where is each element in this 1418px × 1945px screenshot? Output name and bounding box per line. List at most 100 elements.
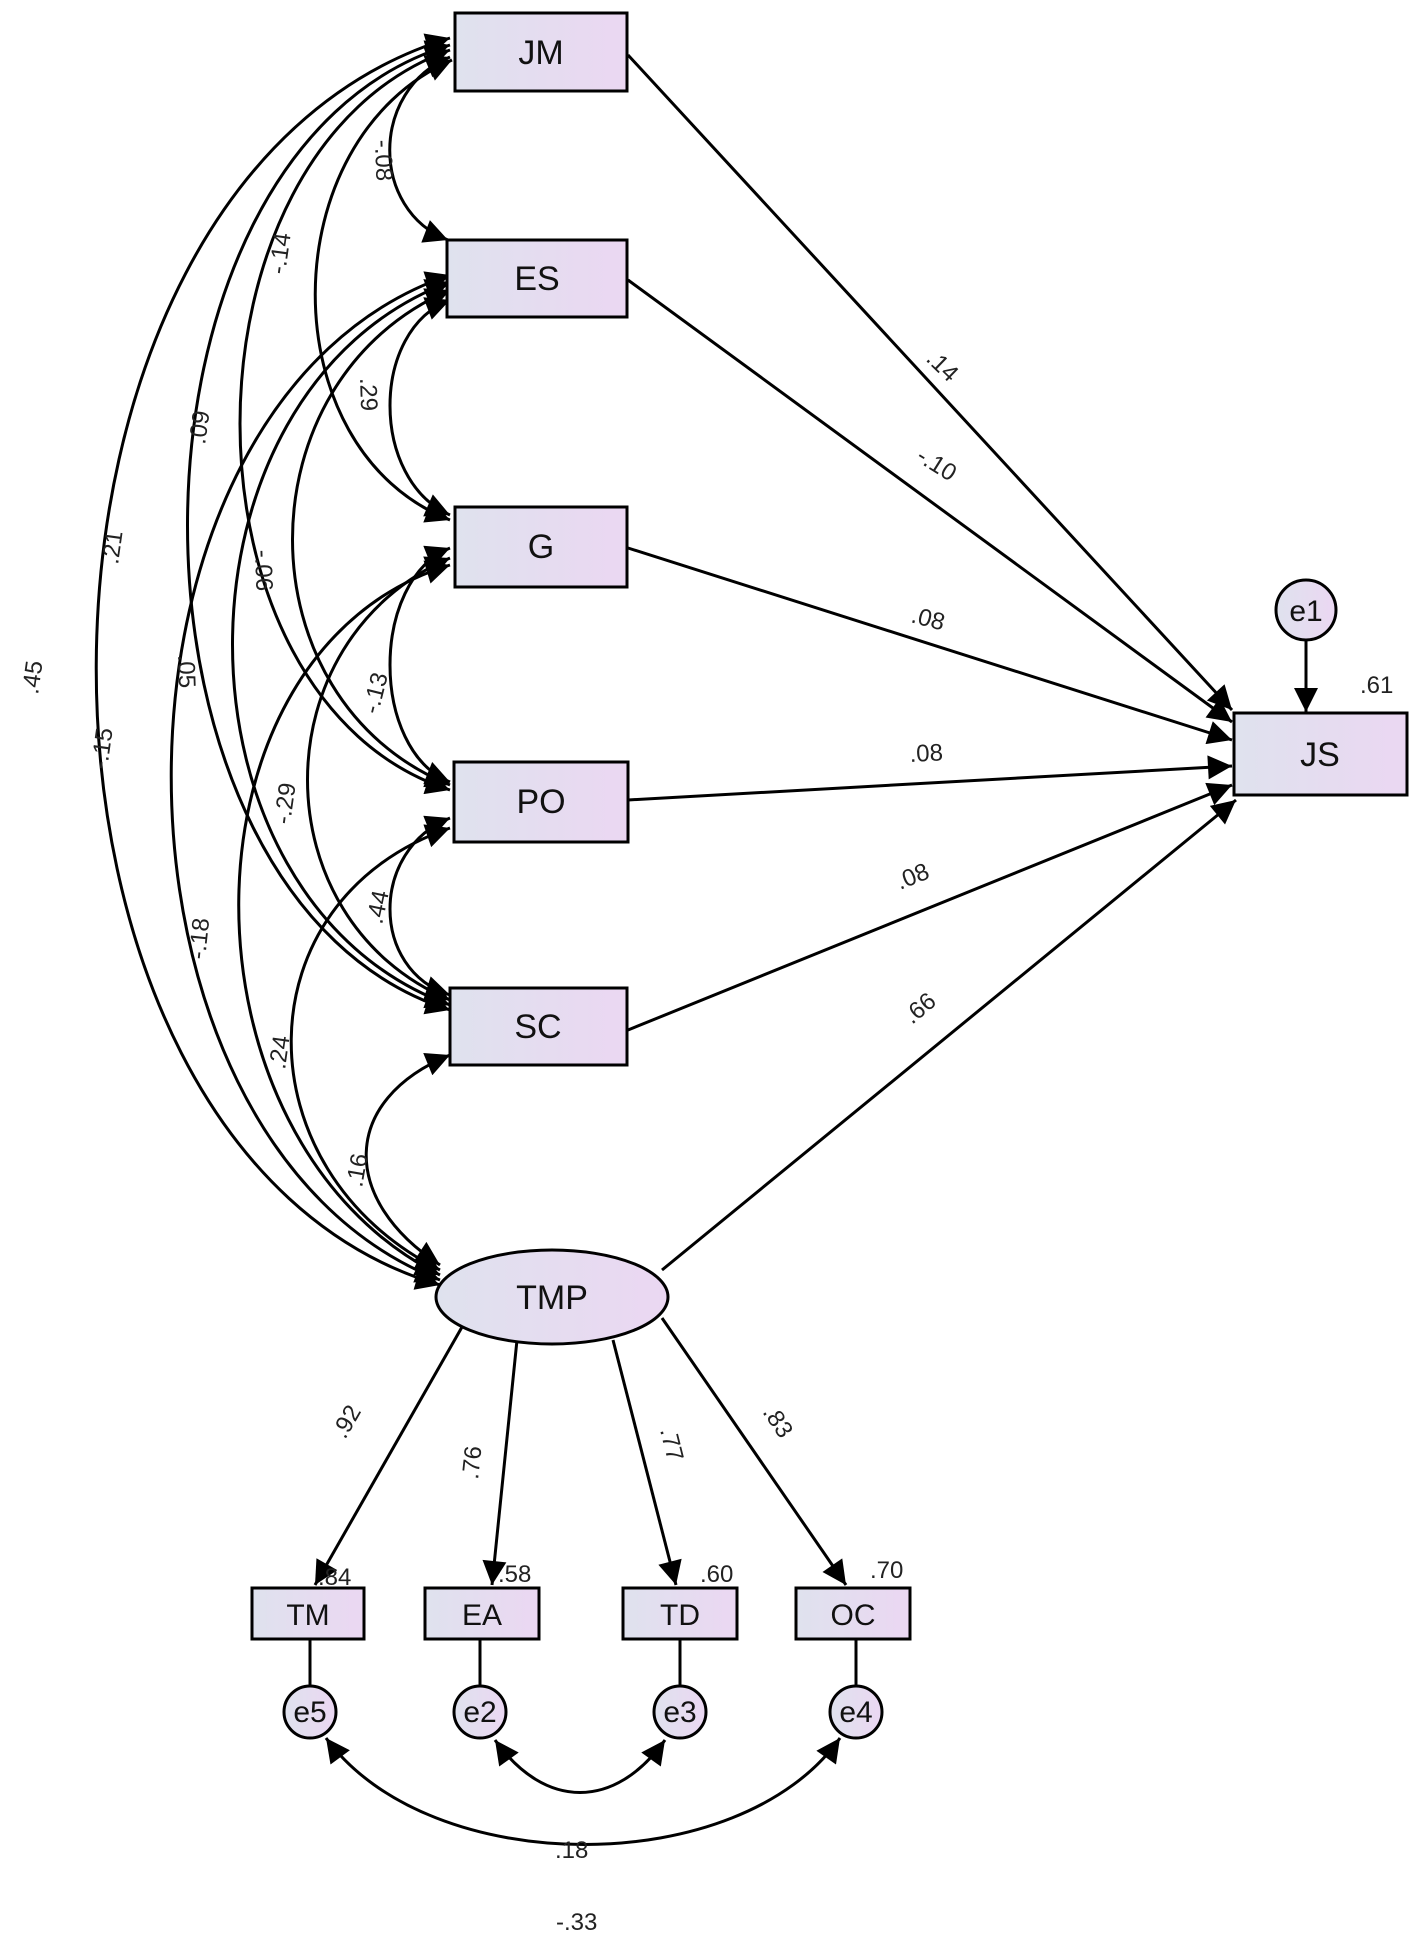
arc-jm-tmp <box>94 33 451 1290</box>
error-covariances <box>324 1737 842 1846</box>
jm-label: JM <box>518 34 563 72</box>
tmp-label: TMP <box>516 1279 588 1317</box>
td-box <box>621 1586 739 1641</box>
arc-g-tmp <box>237 560 451 1277</box>
corr-sc-tmp: .16 <box>341 1151 373 1189</box>
node-jm: JM <box>453 11 629 93</box>
tm-label: TM <box>286 1599 329 1632</box>
corr-po-tmp: .24 <box>264 1034 295 1071</box>
arc-g-sc <box>306 556 451 1002</box>
node-e4: e4 <box>828 1684 884 1740</box>
g-label: G <box>528 528 554 566</box>
e3-label: e3 <box>663 1696 696 1729</box>
coef-po-js: .08 <box>909 739 944 768</box>
ea-box <box>423 1586 541 1641</box>
corr-es-sc: .05 <box>172 654 200 688</box>
corr-es-tmp: -.15 <box>86 726 118 771</box>
node-ea: EA <box>423 1586 541 1641</box>
r-squared-values: .61 .84 .58 .60 .70 <box>318 672 1393 1591</box>
arc-po-tmp <box>289 824 451 1272</box>
path-sc-js <box>627 782 1233 1032</box>
coef-tmp-js: .66 <box>899 987 942 1029</box>
e1-label: e1 <box>1289 595 1322 628</box>
node-js: JS <box>1232 711 1409 797</box>
loading-tmp-tm <box>313 1319 468 1586</box>
node-oc: OC <box>794 1586 912 1641</box>
node-sc: SC <box>448 986 629 1067</box>
correlation-arcs <box>94 33 453 1290</box>
corr-jm-po: .09 <box>184 409 215 446</box>
e1-circle <box>1274 578 1338 642</box>
path-jm-js <box>626 53 1234 712</box>
sc-box <box>448 986 629 1067</box>
path-g-js <box>627 546 1233 745</box>
path-tmp-js <box>661 798 1237 1272</box>
tm-box <box>250 1586 366 1641</box>
corr-g-po: -.13 <box>358 670 394 717</box>
corr-jm-sc: .21 <box>97 529 128 566</box>
arc-jm-sc <box>186 40 451 1015</box>
ea-label: EA <box>462 1599 502 1632</box>
corr-g-tmp: -.18 <box>184 917 215 961</box>
r2-js: .61 <box>1360 672 1393 699</box>
jm-box <box>453 11 629 93</box>
node-g: G <box>453 505 629 589</box>
coef-g-js: .08 <box>908 602 947 637</box>
loading-tm: .92 <box>327 1401 367 1443</box>
arc-sc-tmp <box>364 1053 451 1267</box>
po-label: PO <box>516 783 565 821</box>
corr-e5-e4: -.33 <box>556 1909 597 1936</box>
path-coefficients: .14 -.10 .08 .08 .08 .66 <box>892 345 963 1030</box>
e5-circle <box>282 1684 338 1740</box>
path-po-js <box>627 755 1233 802</box>
corr-jm-g: -.14 <box>264 231 296 276</box>
r2-ea: .58 <box>498 1561 531 1588</box>
node-tm: TM <box>250 1586 366 1641</box>
error-arrows <box>298 1615 868 1688</box>
po-box <box>452 760 630 844</box>
tmp-ellipse <box>434 1248 670 1346</box>
cov-e2-e3 <box>493 1739 667 1794</box>
sc-label: SC <box>514 1008 561 1046</box>
corr-g-sc: -.29 <box>269 781 301 826</box>
corr-es-po: -.06 <box>249 549 277 591</box>
coef-sc-js: .08 <box>892 858 933 896</box>
loading-oc: .83 <box>757 1400 798 1443</box>
e5-label: e5 <box>293 1696 326 1729</box>
cov-e5-e4 <box>324 1737 842 1846</box>
r2-oc: .70 <box>870 1557 903 1584</box>
es-box <box>445 238 629 319</box>
arc-es-tmp <box>169 271 451 1283</box>
node-po: PO <box>452 760 630 844</box>
oc-box <box>794 1586 912 1641</box>
arc-po-sc <box>388 815 451 1000</box>
coef-es-js: -.10 <box>912 442 961 487</box>
e2-circle <box>452 1684 508 1740</box>
node-td: TD <box>621 1586 739 1641</box>
correlation-labels: -.08 -.14 .09 .21 .45 .29 -.06 .05 -.15 … <box>17 139 597 1936</box>
node-e3: e3 <box>652 1684 708 1740</box>
g-box <box>453 505 629 589</box>
arc-jm-es <box>388 55 451 243</box>
e3-circle <box>652 1684 708 1740</box>
corr-es-g: .29 <box>354 377 382 411</box>
loading-td: .77 <box>654 1425 688 1464</box>
js-box <box>1232 711 1409 797</box>
node-e1: e1 <box>1274 578 1338 642</box>
e2-label: e2 <box>463 1696 496 1729</box>
corr-jm-tmp: .45 <box>17 659 48 696</box>
e4-circle <box>828 1684 884 1740</box>
arc-es-sc <box>231 279 451 1009</box>
arc-jm-po <box>238 46 451 795</box>
td-label: TD <box>660 1599 700 1632</box>
arc-es-po <box>291 288 451 788</box>
arc-jm-g <box>313 58 453 523</box>
node-e5: e5 <box>282 1684 338 1740</box>
r2-td: .60 <box>700 1561 733 1588</box>
node-es: ES <box>445 238 629 319</box>
node-e2: e2 <box>452 1684 508 1740</box>
js-label: JS <box>1300 736 1340 774</box>
es-label: ES <box>514 260 559 298</box>
e4-label: e4 <box>839 1696 872 1729</box>
